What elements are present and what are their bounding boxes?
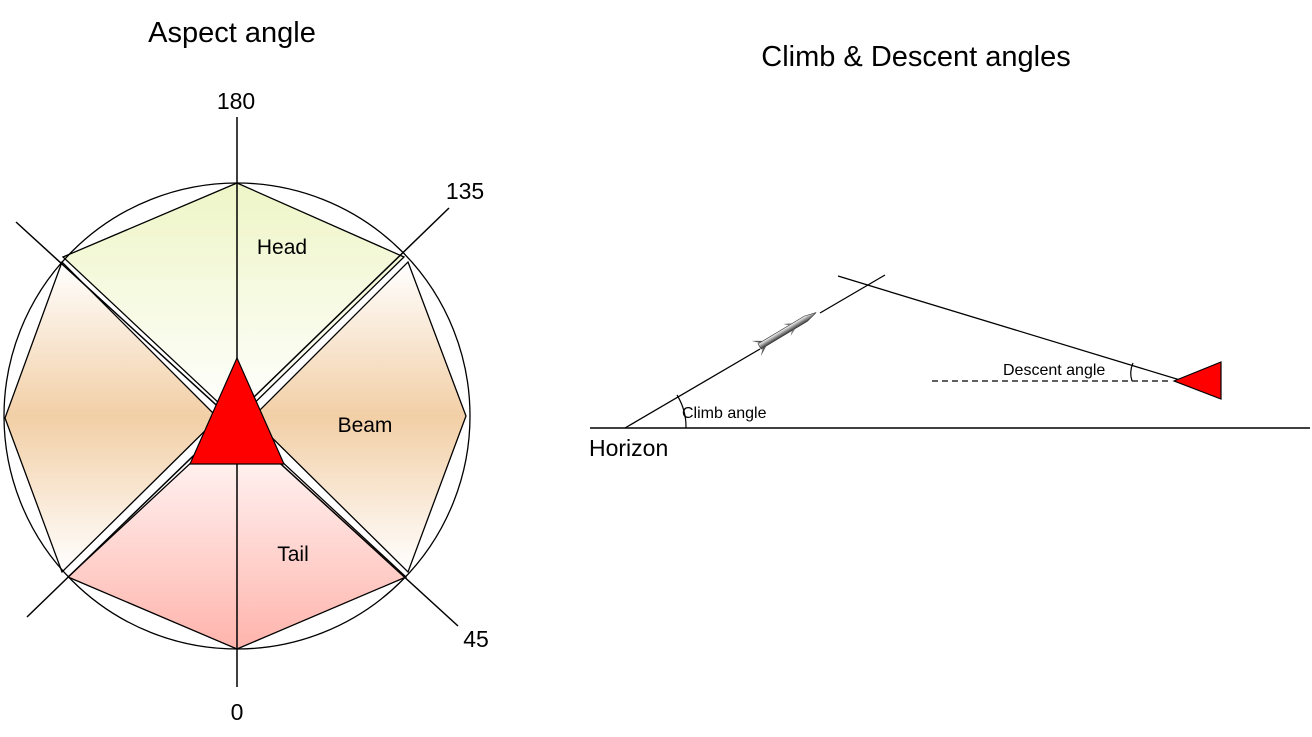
climb-descent-title: Climb & Descent angles <box>761 41 1070 73</box>
climb-descent-diagram: Climb & Descent angles Horizon Climb ang… <box>589 41 1310 461</box>
aspect-angle-diagram: Aspect angle 180 135 45 0 Head Beam Tail <box>3 17 489 725</box>
descent-line <box>837 275 1181 381</box>
aspect-angle-title: Aspect angle <box>148 17 316 49</box>
beam-zone-right <box>251 260 467 574</box>
tail-zone-label: Tail <box>277 543 309 566</box>
climb-angle-label: Climb angle <box>682 405 767 422</box>
missile-icon <box>751 312 817 357</box>
bearing-label-180: 180 <box>217 88 255 114</box>
climb-line <box>624 348 761 429</box>
red-triangle-icon <box>189 356 285 465</box>
bearing-label-45: 45 <box>463 626 489 652</box>
climb-line-extension <box>819 274 886 314</box>
bearing-label-135: 135 <box>446 178 484 204</box>
beam-zone-label: Beam <box>338 414 393 437</box>
climb-angle-arc <box>676 394 687 429</box>
beam-zone-left <box>4 260 219 574</box>
descent-angle-arc <box>1130 362 1134 382</box>
head-zone-label: Head <box>257 236 307 259</box>
horizon-label: Horizon <box>589 435 668 461</box>
red-triangle-left-icon <box>1172 361 1222 400</box>
descent-angle-label: Descent angle <box>1003 362 1105 379</box>
bearing-label-0: 0 <box>231 699 244 725</box>
